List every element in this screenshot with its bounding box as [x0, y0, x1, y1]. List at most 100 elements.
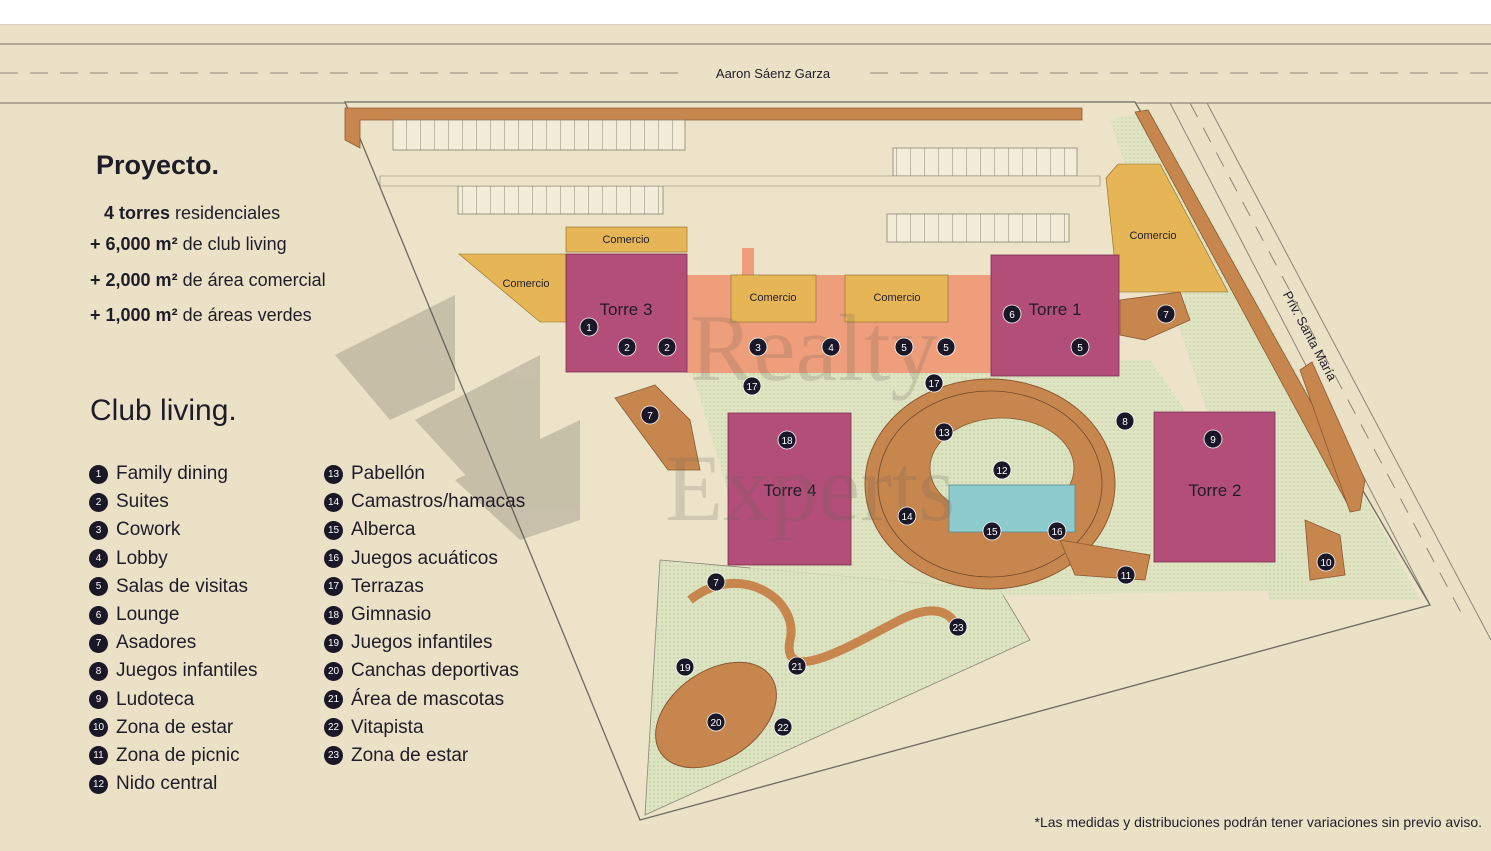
map-marker-17: 17 [924, 373, 944, 393]
side-street-line-2 [1206, 102, 1491, 641]
project-line-club: + 6,000 m² de club living [90, 234, 287, 254]
marker-circle [748, 337, 768, 357]
marker-number: 17 [928, 379, 940, 390]
parking-mid-1 [457, 185, 664, 215]
commerce-label-1: Comercio [602, 234, 649, 246]
map-marker-16: 16 [1047, 521, 1067, 541]
marker-circle [777, 430, 797, 450]
perimeter-walkway-southeast [1299, 361, 1366, 513]
marker-circle [1002, 304, 1022, 324]
legend-number-badge: 23 [324, 746, 343, 766]
map-marker-2: 2 [657, 337, 677, 357]
map-marker-21: 21 [787, 656, 807, 676]
project-title: Proyecto. [96, 150, 220, 180]
map-marker-6: 6 [1002, 304, 1022, 324]
club-living-title: Club living. [90, 394, 237, 427]
marker-number: 22 [777, 723, 789, 734]
marker-number: 6 [1009, 310, 1015, 321]
map-marker-17: 17 [742, 376, 762, 396]
map-marker-2: 2 [617, 337, 637, 357]
legend-label: Gimnasio [351, 604, 432, 626]
legend-label: Lobby [116, 547, 168, 569]
marker-number: 14 [901, 512, 913, 523]
marker-circle [948, 617, 968, 637]
legend-item: 3 Cowork [89, 516, 258, 544]
marker-circle [1047, 521, 1067, 541]
marker-circle [1156, 304, 1176, 324]
legend-item: 12 Nido central [89, 770, 258, 798]
marker-circle [773, 717, 793, 737]
zona-asadores-west [614, 384, 701, 471]
map-marker-14: 14 [897, 506, 917, 526]
legend-number-badge: 12 [89, 774, 108, 794]
marker-number: 2 [624, 343, 630, 354]
legend-label: Cowork [116, 519, 181, 541]
marker-circle [1203, 429, 1223, 449]
legend-number-badge: 7 [89, 633, 108, 653]
marker-number: 10 [1320, 558, 1332, 569]
legend-item: 22 Vitapista [324, 714, 525, 742]
site-plan-map: Aaron Sáenz Garza Priv. Santa María Come… [0, 43, 1491, 821]
commerce-block-3 [730, 274, 817, 323]
map-marker-1: 1 [579, 317, 599, 337]
marker-circle [706, 712, 726, 732]
marker-number: 18 [781, 436, 793, 447]
map-marker-7: 7 [1156, 304, 1176, 324]
legend-number-badge: 3 [89, 520, 108, 540]
parking-access-road [379, 175, 1101, 187]
legend-number-badge: 15 [324, 520, 343, 540]
legend-number-badge: 16 [324, 549, 343, 569]
marker-circle [936, 337, 956, 357]
marker-circle [1115, 411, 1135, 431]
project-line-green: + 1,000 m² de áreas verdes [90, 305, 312, 325]
map-marker-5: 5 [936, 337, 956, 357]
legend-label: Vitapista [351, 716, 424, 738]
perimeter-walkway-north [344, 107, 1083, 149]
map-marker-5: 5 [894, 337, 914, 357]
legend-number-badge: 11 [89, 746, 108, 766]
legend-label: Nido central [116, 773, 218, 795]
commerce-label-2: Comercio [502, 278, 549, 290]
legend-item: 11 Zona de picnic [89, 742, 258, 770]
legend-label: Pabellón [351, 463, 425, 485]
marker-circle [1116, 565, 1136, 585]
legend-label: Zona de picnic [116, 744, 240, 766]
legend-label: Juegos acuáticos [351, 547, 498, 569]
amenity-tab [742, 248, 754, 276]
marker-number: 1 [586, 323, 592, 334]
marker-circle [924, 373, 944, 393]
marker-number: 5 [943, 343, 949, 354]
map-marker-4: 4 [821, 337, 841, 357]
marker-number: 19 [679, 663, 691, 674]
central-ring-inner-line [877, 390, 1103, 578]
watermark-text-2: Experts [665, 435, 955, 541]
map-marker-15: 15 [982, 521, 1002, 541]
map-marker-10: 10 [1316, 552, 1336, 572]
legend-number-badge: 2 [89, 492, 108, 512]
marker-number: 2 [664, 343, 670, 354]
marker-number: 20 [710, 718, 722, 729]
watermark-logo [335, 295, 580, 540]
marker-circle [992, 460, 1012, 480]
marker-circle [894, 337, 914, 357]
marker-number: 3 [755, 343, 761, 354]
legend-number-badge: 1 [89, 464, 108, 484]
legend-number-badge: 10 [89, 718, 108, 738]
legend-number-badge: 22 [324, 718, 343, 738]
legend-number-badge: 18 [324, 605, 343, 625]
legend-number-badge: 13 [324, 464, 343, 484]
side-street-line-1 [1169, 102, 1431, 606]
tower-3-label: Torre 3 [600, 300, 653, 319]
marker-number: 12 [996, 466, 1008, 477]
zona-estar-east [1304, 519, 1346, 581]
